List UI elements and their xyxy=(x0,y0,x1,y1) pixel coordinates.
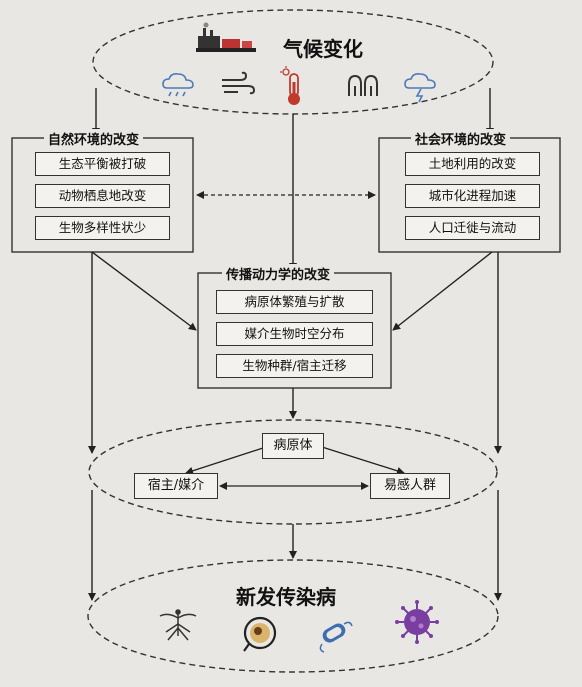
natural-title: 自然环境的改变 xyxy=(44,129,144,148)
transmission-title: 传播动力学的改变 xyxy=(222,264,335,283)
storm-cloud-icon xyxy=(404,73,436,103)
outcome-ellipse xyxy=(87,559,499,673)
natural-item-3: 生物多样性状少 xyxy=(35,216,170,240)
arrow-natural-transmission xyxy=(91,251,197,331)
transmission-item-1: 病原体繁殖与扩散 xyxy=(216,290,373,314)
social-item-2: 城市化进程加速 xyxy=(405,184,540,208)
climate-title: 气候变化 xyxy=(283,37,363,61)
virus-icon xyxy=(395,600,439,644)
social-item-1: 土地利用的改变 xyxy=(405,152,540,176)
transmission-item-3: 生物种群/宿主迁移 xyxy=(216,354,373,378)
rain-cloud-icon xyxy=(162,73,194,97)
natural-item-2: 动物栖息地改变 xyxy=(35,184,170,208)
bacterium-cell-icon xyxy=(243,616,277,652)
host-node: 宿主/媒介 xyxy=(134,473,218,499)
arrow-pathogen-population xyxy=(321,446,405,475)
natural-item-1: 生态平衡被打破 xyxy=(35,152,170,176)
mosquito-icon xyxy=(159,609,197,641)
wind-icon xyxy=(222,71,256,95)
factory-icon xyxy=(196,22,256,52)
pathogen-node: 病原体 xyxy=(262,433,324,459)
transmission-item-2: 媒介生物时空分布 xyxy=(216,322,373,346)
social-item-3: 人口迁徙与流动 xyxy=(405,216,540,240)
social-title: 社会环境的改变 xyxy=(411,129,511,148)
outcome-title: 新发传染病 xyxy=(236,585,336,609)
triad-ellipse xyxy=(88,419,498,525)
arrow-social-transmission xyxy=(392,251,493,331)
arrow-pathogen-host xyxy=(185,446,267,475)
heat-waves-icon xyxy=(348,74,378,96)
population-node: 易感人群 xyxy=(370,473,450,499)
thermometer-sun-icon xyxy=(280,66,300,105)
bacillus-icon xyxy=(319,621,353,653)
